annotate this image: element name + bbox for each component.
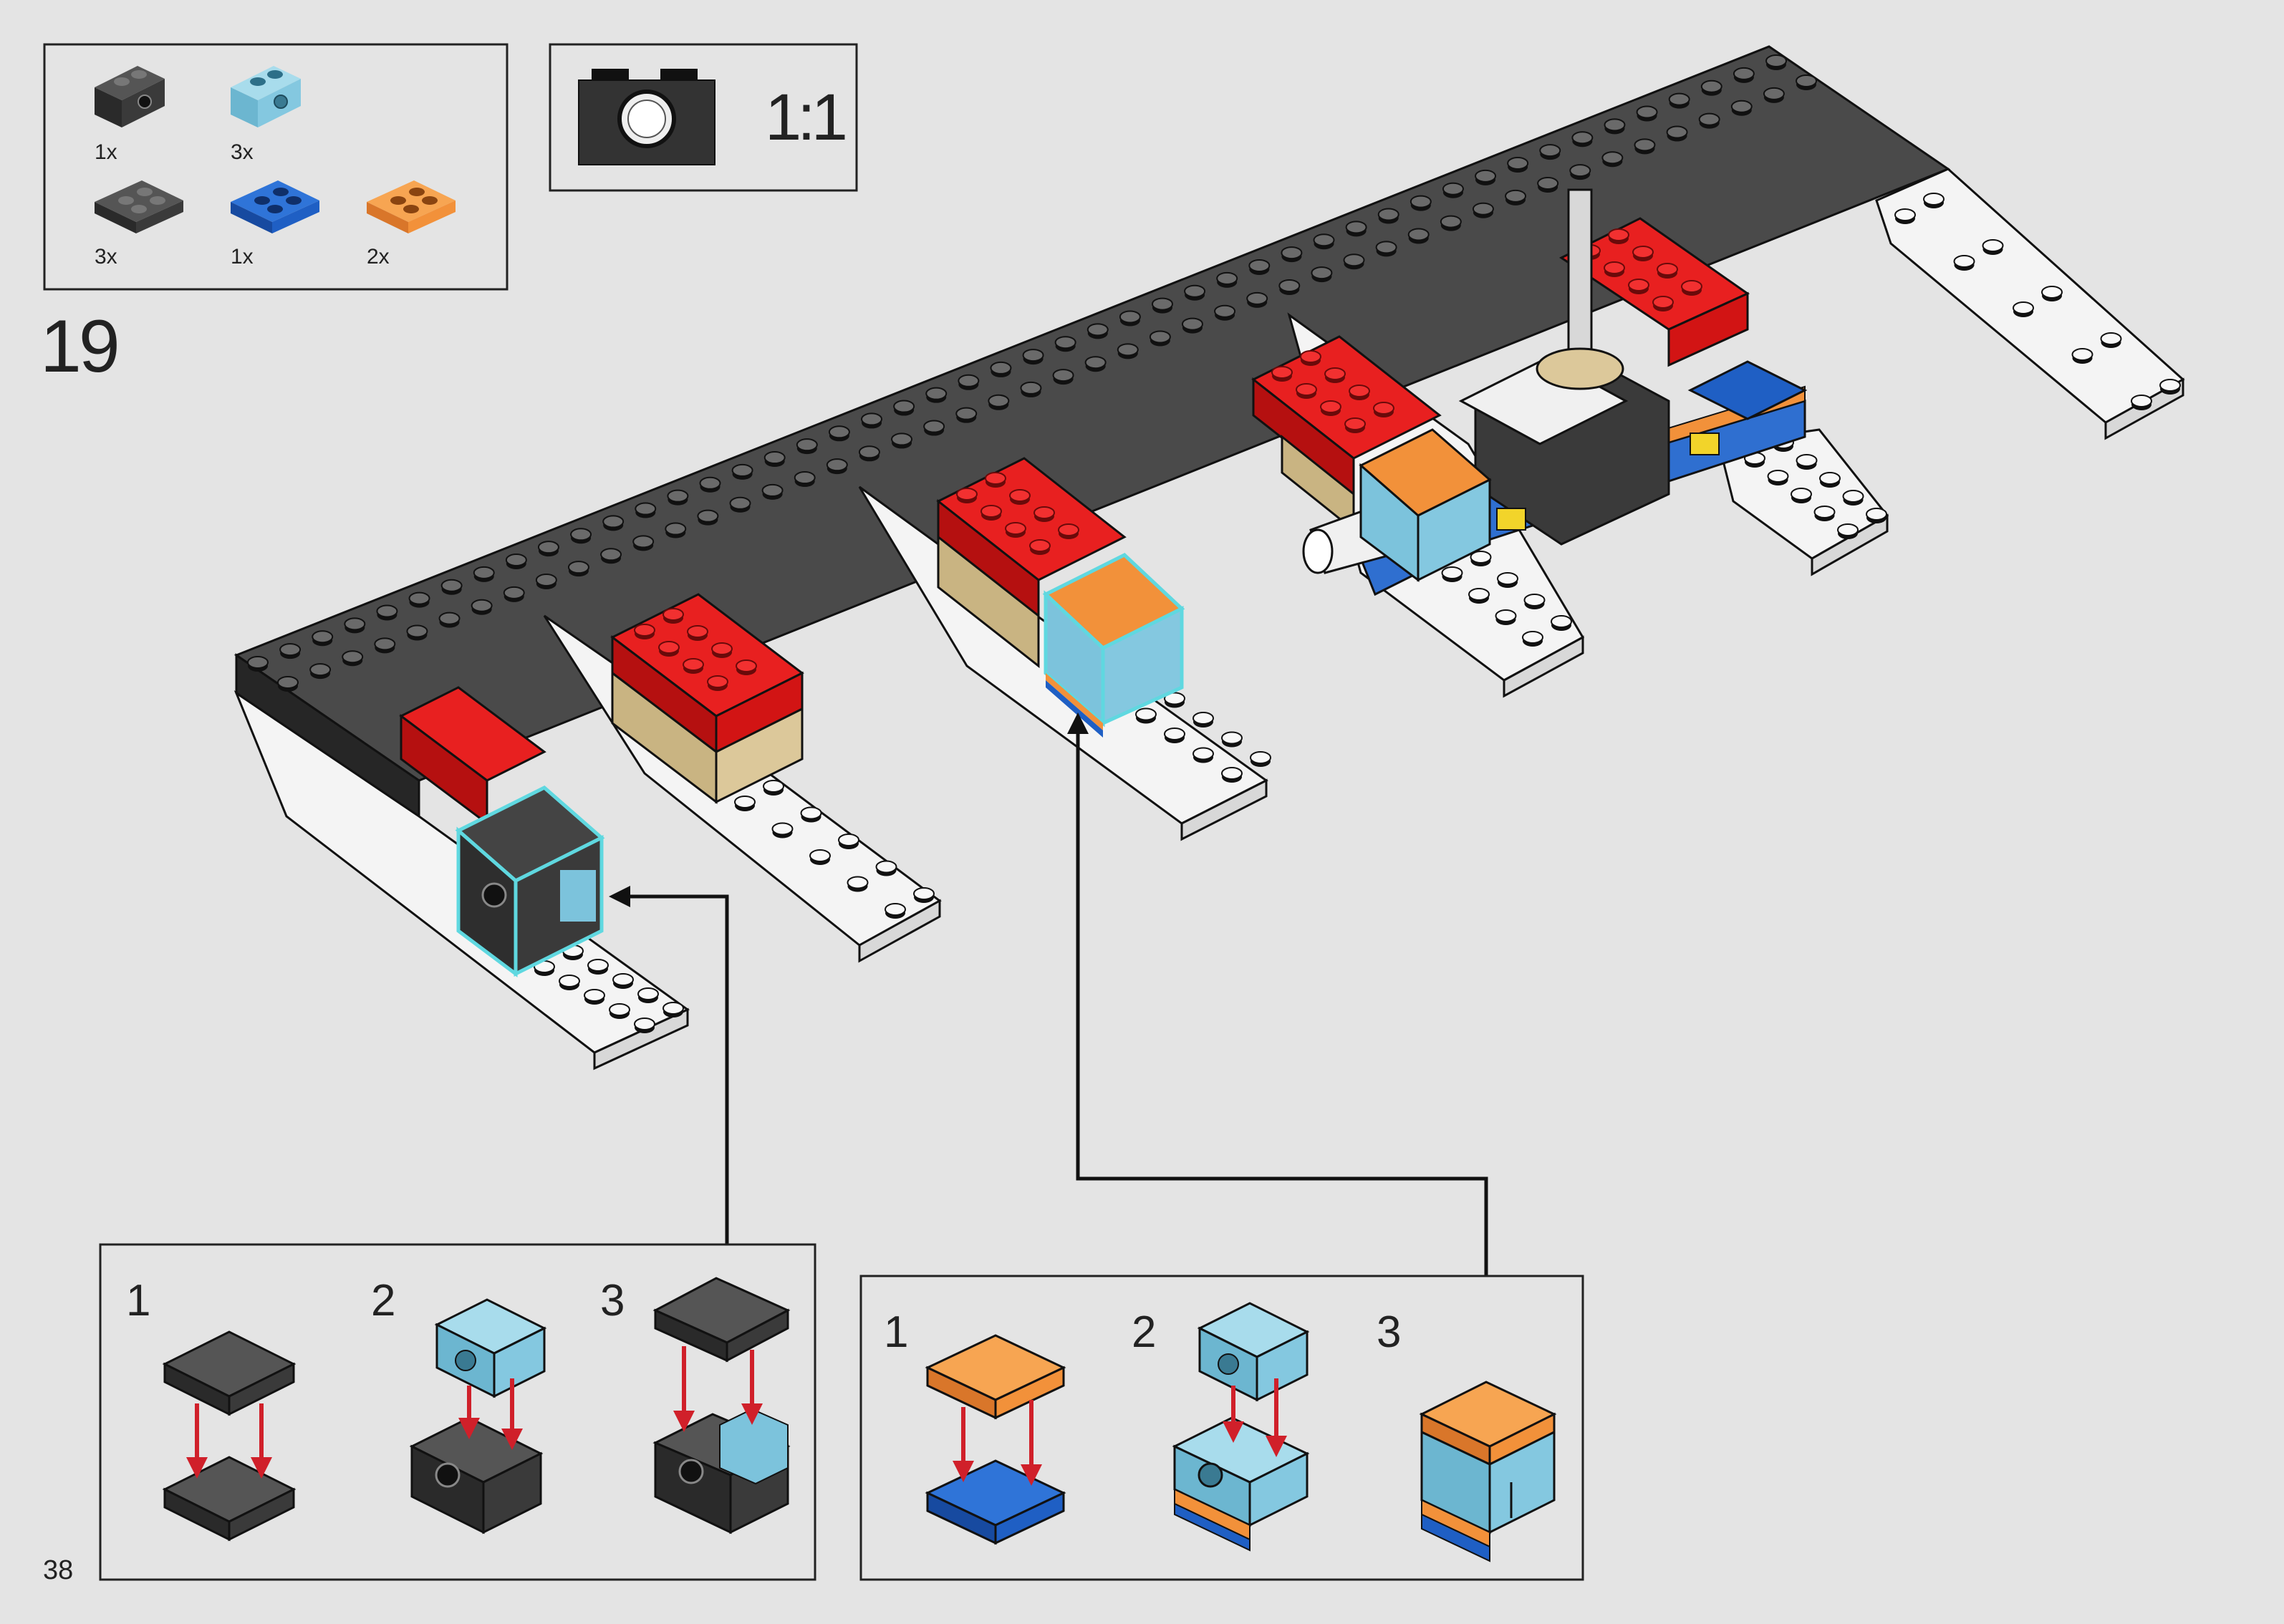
red-brick-studs [634, 228, 1702, 691]
sub-right-step-2-number: 2 [1132, 1308, 1157, 1357]
sub-left-step-3-parts [652, 1277, 791, 1534]
sub-right-step-3-parts [1419, 1381, 1557, 1562]
black-plate-2x2-icon [95, 180, 183, 233]
sub-right-step-2-parts [1172, 1302, 1310, 1552]
brick-stack-3 [936, 457, 1127, 669]
sub-left-step-2-number: 2 [371, 1276, 396, 1325]
part-count-light-blue-technic-brick: 3x [231, 140, 254, 164]
part-count-black-technic-brick: 1x [95, 140, 117, 164]
parts-list-box [43, 43, 509, 291]
sub-left-step-1-parts [162, 1330, 297, 1542]
callout-arrow-right [1067, 712, 1488, 1276]
orange-subassembly-model-2 [1359, 428, 1492, 582]
sub-left-step-1-number: 1 [126, 1276, 151, 1325]
highlighted-subassembly-left [455, 786, 605, 977]
sub-right-step-1-number: 1 [884, 1308, 909, 1357]
part-count-orange-plate: 2x [367, 245, 390, 269]
blue-plate-2x2-icon [231, 180, 319, 233]
callout-arrow-left [609, 886, 729, 1244]
sub-right-step-1-parts [925, 1334, 1066, 1545]
subassembly-box-right [859, 1275, 1584, 1581]
orange-plate-2x2-icon [367, 180, 456, 233]
scale-label: 1:1 [765, 81, 848, 154]
subassembly-box-left [99, 1243, 816, 1581]
main-model [233, 45, 2185, 1070]
scale-box [549, 43, 858, 192]
sub-left-step-2-parts [409, 1298, 547, 1534]
page-number: 38 [43, 1555, 74, 1585]
step-number: 19 [40, 305, 120, 388]
part-count-black-plate: 3x [95, 245, 117, 269]
white-plate-studs [534, 193, 2181, 1033]
highlighted-subassembly-right [1042, 552, 1185, 738]
brick-stack-5 [1559, 217, 1750, 367]
sub-right-step-3-number: 3 [1377, 1308, 1402, 1357]
sub-left-step-3-number: 3 [600, 1276, 625, 1325]
part-count-blue-plate: 1x [231, 245, 254, 269]
black-technic-brick-1x2-icon [95, 66, 165, 127]
light-blue-technic-brick-1x2-icon [231, 66, 301, 127]
wall-studs [247, 54, 1817, 692]
brick-stack-1 [399, 686, 546, 826]
technic-brick-1x1-icon [578, 69, 715, 165]
brick-stack-2 [610, 593, 804, 805]
